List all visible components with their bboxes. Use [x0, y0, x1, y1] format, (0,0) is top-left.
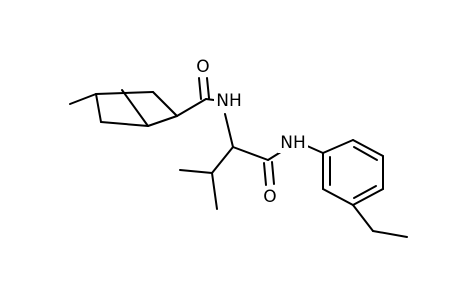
atom-label-nh-right: NH: [278, 133, 308, 153]
aryl-bond-2: [352, 139, 384, 157]
ring-bond-5: [95, 93, 102, 123]
ring-bond-3: [147, 115, 178, 127]
methyl-bond: [69, 93, 97, 105]
benzene-ring: [322, 139, 384, 206]
ring-bond-6: [121, 89, 149, 127]
alpha-to-isopropyl-bond: [211, 146, 234, 174]
left-carbonyl-double-bond-a: [198, 77, 202, 100]
ring-to-carbonyl-bond: [176, 98, 207, 117]
aryl-bond-4: [352, 188, 384, 206]
isopropyl-methyl-bond-2: [211, 172, 218, 210]
aryl-bond-5: [322, 188, 354, 206]
nh-to-alpha-carbon-bond: [224, 113, 234, 148]
ring-bond-2: [152, 91, 178, 117]
left-amide-group: [176, 77, 234, 148]
atom-label: O: [196, 57, 209, 77]
atom-label: O: [263, 187, 276, 207]
left-carbonyl-double-bond-b: [206, 77, 210, 99]
aryl-inner-double-2: [353, 185, 377, 199]
atom-label-o-right: O: [261, 187, 279, 207]
atom-label: NH: [216, 91, 242, 111]
alpha-to-carbonyl-bond: [232, 146, 269, 161]
right-carbonyl-double-bond-a: [263, 162, 267, 186]
alpha-carbon-branch: [179, 146, 269, 210]
ethyl-group: [352, 204, 408, 238]
atom-label: NH: [280, 133, 306, 153]
right-carbonyl-double-bond-b: [271, 161, 275, 185]
atom-label-o-left: O: [194, 56, 212, 77]
isopropyl-methyl-bond-1: [179, 169, 213, 174]
ethyl-bond-1: [352, 204, 374, 232]
aryl-bond-1: [322, 139, 354, 154]
aryl-inner-double-1: [353, 146, 378, 161]
ring-bond-4: [100, 121, 149, 127]
atom-label-nh-left: NH: [214, 91, 244, 111]
ethyl-bond-2: [372, 230, 408, 238]
cyclohexane-ring: [69, 89, 178, 127]
